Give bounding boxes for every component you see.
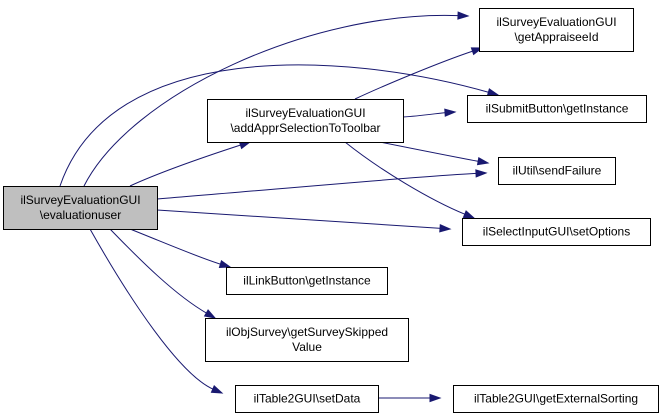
- node-linkBtn[interactable]: ilLinkButton\getInstance: [226, 267, 388, 295]
- edge-line: [109, 228, 208, 314]
- edge-root-to-setOptions: [156, 209, 452, 233]
- edge-line: [354, 50, 474, 100]
- node-addAppr[interactable]: ilSurveyEvaluationGUI\addApprSelectionTo…: [207, 99, 404, 143]
- node-sendFailure[interactable]: ilUtil\sendFailure: [498, 157, 616, 185]
- edge-line: [156, 209, 442, 229]
- node-label-line: ilSurveyEvaluationGUI: [20, 193, 140, 207]
- nodes-layer: ilSurveyEvaluationGUI\evaluationuserilSu…: [3, 8, 659, 413]
- edge-arrowhead: [457, 11, 470, 20]
- edge-root-to-sendFailure: [156, 169, 488, 200]
- edge-arrowhead: [444, 108, 457, 117]
- node-submitBtn[interactable]: ilSubmitButton\getInstance: [467, 95, 647, 123]
- node-box: [235, 385, 379, 413]
- node-label-line: \addApprSelectionToToolbar: [230, 121, 380, 135]
- node-setData[interactable]: ilTable2GUI\setData: [235, 385, 379, 413]
- edge-line: [89, 228, 214, 390]
- edge-root-to-linkBtn: [129, 228, 232, 269]
- edge-line: [344, 141, 466, 216]
- node-box: [479, 8, 634, 52]
- edge-arrowhead: [203, 309, 217, 319]
- node-label-line: ilTable2GUI\getExternalSorting: [474, 392, 638, 406]
- edge-line: [129, 228, 222, 265]
- node-getAppraisee[interactable]: ilSurveyEvaluationGUI\getAppraiseeId: [479, 8, 634, 52]
- edge-line: [129, 144, 242, 187]
- edge-addAppr-to-sendFailure: [379, 141, 490, 166]
- edge-arrowhead: [210, 384, 224, 394]
- edge-line: [59, 64, 490, 187]
- edge-arrowhead: [218, 259, 232, 269]
- edge-root-to-skipped: [109, 228, 217, 319]
- node-label-line: ilSurveyEvaluationGUI: [245, 106, 365, 120]
- node-box: [226, 267, 388, 295]
- edges-layer: [59, 11, 500, 403]
- edge-arrowhead: [476, 157, 490, 166]
- node-label-line: ilObjSurvey\getSurveySkipped: [226, 325, 388, 339]
- node-extSort[interactable]: ilTable2GUI\getExternalSorting: [453, 385, 659, 413]
- node-setOptions[interactable]: ilSelectInputGUI\setOptions: [462, 218, 651, 246]
- edge-arrowhead: [475, 169, 488, 178]
- edge-line: [379, 141, 480, 162]
- node-label-line: ilSelectInputGUI\setOptions: [483, 225, 630, 239]
- node-label-line: ilSurveyEvaluationGUI: [496, 15, 616, 29]
- node-box: [462, 218, 651, 246]
- edge-arrowhead: [462, 210, 476, 219]
- node-label-line: \evaluationuser: [40, 208, 121, 222]
- node-root: ilSurveyEvaluationGUI\evaluationuser: [3, 186, 158, 230]
- edge-line: [402, 112, 447, 118]
- edge-setData-to-extSort: [378, 393, 442, 403]
- edge-arrowhead: [429, 393, 442, 403]
- node-label-line: ilSubmitButton\getInstance: [486, 102, 629, 116]
- edge-addAppr-to-submitBtn: [402, 108, 457, 118]
- node-box: [498, 157, 616, 185]
- node-box: [3, 186, 158, 230]
- node-box: [205, 318, 409, 362]
- edge-addAppr-to-getAppraisee: [354, 47, 484, 100]
- edge-root-to-addAppr: [129, 141, 252, 187]
- node-box: [467, 95, 647, 123]
- node-box: [207, 99, 404, 143]
- node-label-line: ilUtil\sendFailure: [513, 164, 602, 178]
- node-box: [453, 385, 659, 413]
- edge-arrowhead: [486, 88, 500, 97]
- edge-line: [156, 172, 478, 200]
- edge-root-to-setData: [89, 228, 224, 394]
- node-label-line: ilLinkButton\getInstance: [243, 274, 371, 288]
- node-label-line: ilTable2GUI\setData: [254, 392, 361, 406]
- edge-line: [83, 14, 460, 187]
- edge-root-to-getAppraisee: [83, 11, 470, 187]
- node-label-line: \getAppraiseeId: [514, 30, 598, 44]
- node-label-line: Value: [292, 340, 322, 354]
- edge-addAppr-to-setOptions: [344, 141, 476, 219]
- edge-arrowhead: [439, 224, 452, 233]
